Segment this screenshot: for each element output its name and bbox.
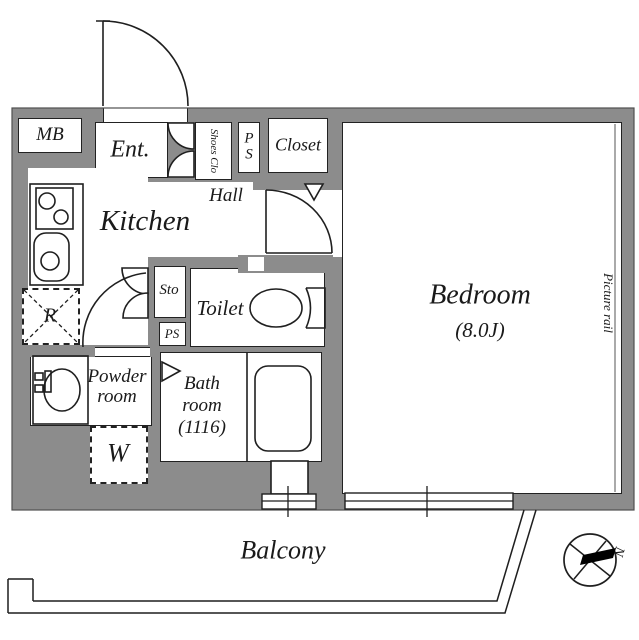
compass-north-label: N (610, 544, 627, 559)
washer-space (90, 426, 148, 484)
meter-box (18, 118, 82, 153)
kitchen-door-arc (82, 272, 147, 348)
storage-door-icon (121, 267, 149, 319)
label-closet: Closet (274, 134, 322, 155)
label-hall: Hall (209, 185, 243, 207)
bedroom-door-arc (265, 189, 333, 254)
label-fridge: R (43, 304, 57, 327)
right-wall (622, 122, 634, 510)
pipe-space-mid (159, 322, 186, 346)
label-washer: W (107, 438, 129, 468)
toilet-fixture-icon (249, 287, 326, 329)
bath-window (261, 486, 317, 517)
bath-room (160, 352, 322, 462)
label-storage: Sto (159, 282, 179, 299)
bath-door-icon (161, 360, 182, 383)
kitchen-sink-icon (33, 232, 70, 282)
pipe-space-top (238, 122, 260, 173)
unit-outline (11, 107, 635, 511)
bath-drain-box (270, 460, 309, 495)
storage (154, 266, 186, 318)
bathtub-icon (246, 352, 312, 462)
label-bedroom: Bedroom (429, 279, 531, 311)
powder-doorway (95, 347, 150, 357)
balcony-outline (7, 509, 537, 614)
stove-icon (35, 187, 74, 230)
label-bedroom-size: (8.0J) (455, 317, 505, 342)
label-picture-rail: Picture rail (600, 273, 616, 333)
compass-icon: N (563, 533, 627, 587)
label-toilet: Toilet (196, 295, 244, 320)
washbasin-icon (32, 355, 89, 425)
closet-room (268, 118, 328, 173)
label-balcony: Balcony (240, 535, 326, 565)
label-powder-room: Powder room (87, 366, 147, 407)
top-wall (345, 108, 634, 122)
closet-door-icon (303, 183, 325, 202)
label-entrance: Ent. (110, 136, 150, 163)
entrance-door-arc (96, 20, 189, 107)
bedroom-window (344, 486, 514, 517)
bedroom-floor (342, 122, 622, 494)
label-shoes-closet: Shoes Clo (207, 128, 220, 174)
label-bath-room: Bath room (1116) (178, 373, 226, 438)
entrance-doorway (103, 108, 188, 122)
shoes-closet-door-icon (167, 122, 195, 178)
label-kitchen: Kitchen (99, 204, 191, 237)
toilet-doorway (248, 257, 264, 271)
label-mb: MB (36, 124, 64, 146)
shoes-closet (195, 122, 232, 180)
label-pipe-space-top: P S (244, 130, 254, 162)
label-pipe-space-mid: PS (164, 326, 180, 342)
kitchen-counter (29, 183, 84, 286)
hall-floor (148, 182, 333, 257)
fridge-cross (23, 289, 79, 344)
